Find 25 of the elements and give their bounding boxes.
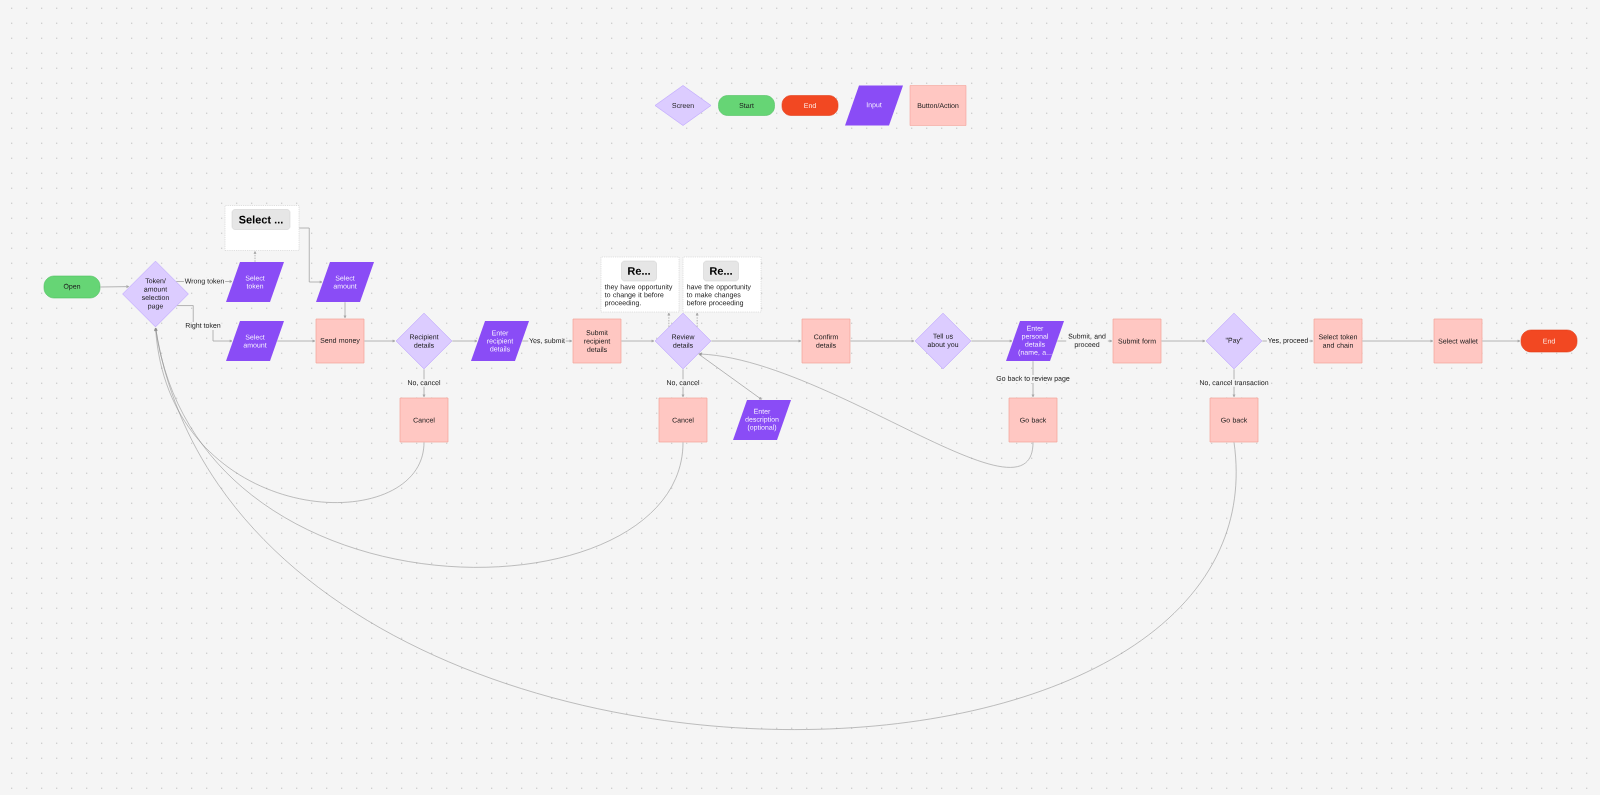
title-chip: Re... — [621, 260, 657, 282]
arrow — [343, 301, 347, 319]
arrow — [849, 339, 915, 343]
arrow — [710, 339, 802, 343]
arrow — [422, 368, 426, 398]
arrow — [667, 312, 671, 328]
arrow — [695, 312, 699, 328]
arrow — [363, 339, 396, 343]
arrow — [1232, 368, 1236, 398]
arrow — [620, 339, 655, 343]
arrow — [451, 339, 478, 343]
arrow — [253, 251, 257, 263]
arrow — [698, 353, 762, 400]
arrow — [970, 339, 1013, 343]
arrow — [1481, 339, 1521, 343]
arrow — [681, 368, 685, 398]
curved-arrow — [698, 352, 1034, 467]
arrow — [276, 339, 316, 343]
arrow — [1031, 360, 1035, 398]
arrow — [1361, 339, 1434, 343]
arrow — [1160, 339, 1206, 343]
title-chip: Re... — [703, 260, 739, 282]
title-chip: Select ... — [231, 209, 291, 230]
arrow — [298, 227, 323, 284]
arrow — [99, 285, 130, 288]
